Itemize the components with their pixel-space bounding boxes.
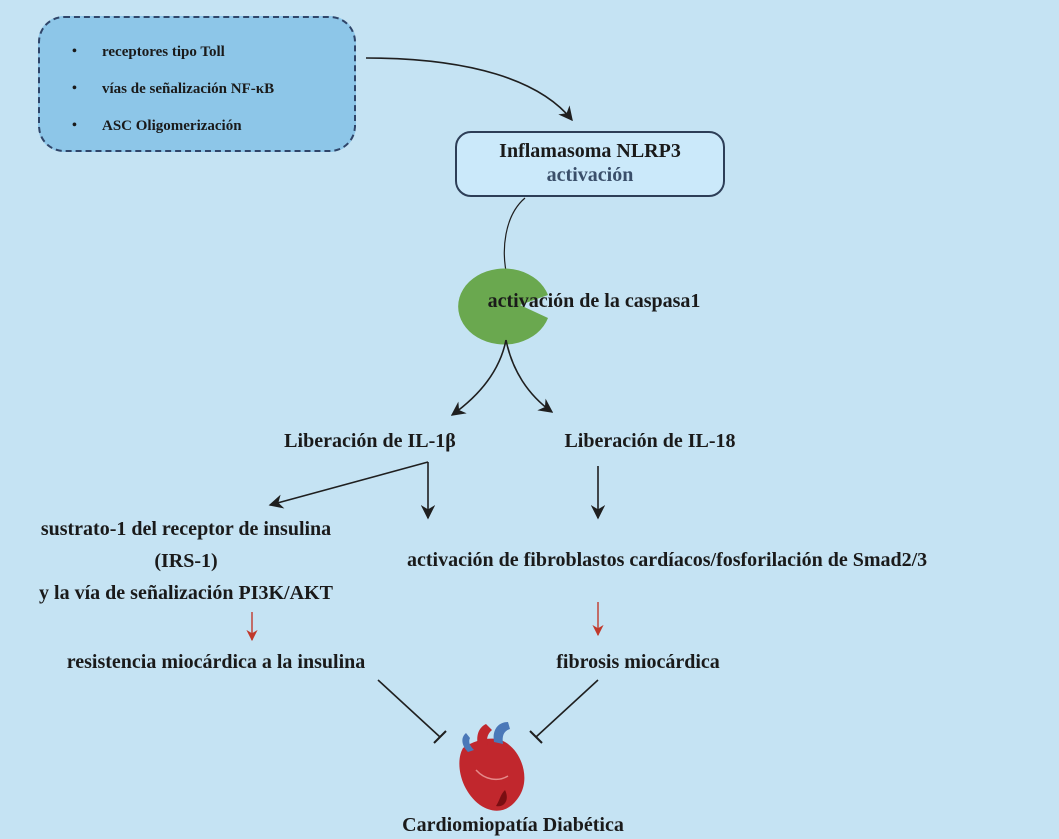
outcome-label: Cardiomiopatía Diabética bbox=[402, 814, 624, 836]
stimuli-item-label: vías de señalización NF-κB bbox=[102, 81, 275, 97]
inhibit-bar-right bbox=[529, 730, 543, 744]
heart-icon bbox=[459, 722, 525, 811]
arrow-stimuli-to-nlrp3 bbox=[365, 57, 573, 122]
stimuli-item: • ASC Oligomerización bbox=[72, 118, 242, 135]
arrow-caspase-to-il1b bbox=[450, 339, 507, 416]
stimuli-item: • receptores tipo Toll bbox=[72, 44, 225, 61]
caspase-label: activación de la caspasa1 bbox=[487, 290, 701, 312]
bullet-icon: • bbox=[72, 81, 77, 96]
fibrosis-label: fibrosis miocárdica bbox=[556, 651, 720, 673]
irs-label-line3: y la vía de señalización PI3K/AKT bbox=[39, 582, 333, 604]
il1b-label: Liberación de IL-1β bbox=[284, 430, 456, 452]
arrow-caspase-to-il18 bbox=[505, 339, 554, 413]
nlrp3-subtitle: activación bbox=[546, 164, 634, 186]
fibroblast-label: activación de fibroblastos cardíacos/fos… bbox=[407, 549, 928, 571]
irs-label-line1: sustrato-1 del receptor de insulina bbox=[40, 518, 332, 540]
stimuli-item: • vías de señalización NF-κB bbox=[72, 81, 275, 98]
stimuli-item-label: ASC Oligomerización bbox=[102, 118, 242, 134]
stimuli-box: • receptores tipo Toll • vías de señaliz… bbox=[38, 16, 356, 152]
bullet-icon: • bbox=[72, 118, 77, 133]
il18-label: Liberación de IL-18 bbox=[564, 430, 736, 452]
nlrp3-box: Inflamasoma NLRP3 activación bbox=[455, 131, 725, 197]
nlrp3-title: Inflamasoma NLRP3 bbox=[499, 140, 681, 162]
bullet-icon: • bbox=[72, 44, 77, 59]
inhibit-insulin-resistance-to-heart bbox=[377, 679, 441, 738]
connector-nlrp3-to-caspase bbox=[503, 197, 526, 281]
inhibit-bar-left bbox=[433, 730, 447, 744]
stimuli-item-label: receptores tipo Toll bbox=[102, 44, 225, 60]
insulin-resistance-label: resistencia miocárdica a la insulina bbox=[66, 651, 366, 673]
inhibit-fibrosis-to-heart bbox=[535, 679, 599, 738]
irs-label-line2: (IRS-1) bbox=[154, 550, 218, 572]
arrow-il1b-to-irs bbox=[268, 461, 429, 509]
caspase-enzyme-shape bbox=[458, 268, 548, 345]
